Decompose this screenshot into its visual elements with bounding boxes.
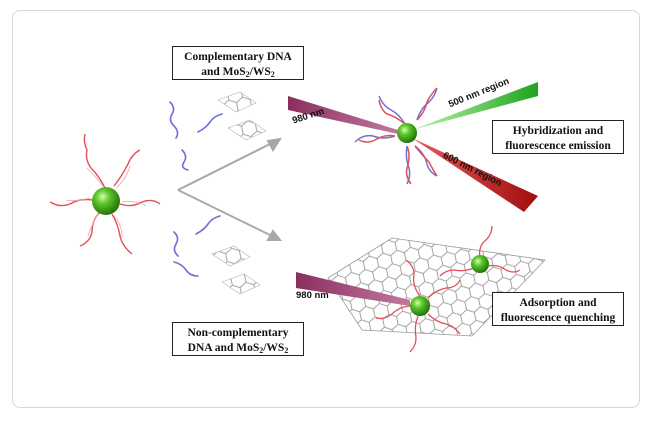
adsorption-line1: Adsorption and xyxy=(519,297,597,309)
excitation-beam-bottom xyxy=(296,272,410,306)
non-complementary-line1: Non-complementary xyxy=(187,327,289,339)
mos2-sheets xyxy=(211,91,267,295)
quenched-nanoparticles xyxy=(375,225,521,353)
branch-arrows xyxy=(177,137,283,241)
non-complementary-line2-prefix: DNA and MoS xyxy=(187,342,260,354)
excitation-beam-top xyxy=(288,96,398,134)
excitation-label-bottom: 980 nm xyxy=(296,290,329,301)
non-complementary-line2-mid: /WS xyxy=(263,342,285,354)
complementary-line2-prefix: and MoS xyxy=(201,66,246,78)
hybridization-line2: fluorescence emission xyxy=(505,140,611,152)
hybridization-box: Hybridization and fluorescence emission xyxy=(492,120,624,154)
adsorption-box: Adsorption and fluorescence quenching xyxy=(492,292,624,326)
non-complementary-sub2: 2 xyxy=(284,346,289,355)
free-dna-strands xyxy=(169,101,223,277)
hybridization-line1: Hybridization and xyxy=(512,125,604,137)
non-complementary-line2: DNA and MoS2/WS2 xyxy=(177,341,299,358)
non-complementary-dna-box: Non-complementary DNA and MoS2/WS2 xyxy=(172,322,304,356)
complementary-sub1: 2 xyxy=(245,70,250,79)
complementary-line1: Complementary DNA xyxy=(184,51,292,63)
left-nanoparticle-group xyxy=(49,133,161,255)
non-complementary-sub1: 2 xyxy=(259,346,264,355)
adsorption-line2: fluorescence quenching xyxy=(500,312,616,324)
complementary-line2-mid: /WS xyxy=(249,66,271,78)
emission-beam-red xyxy=(412,138,538,212)
hybridized-nanoparticle-group xyxy=(354,87,438,185)
emission-beam-green xyxy=(412,82,538,130)
complementary-line2: and MoS2/WS2 xyxy=(177,65,299,82)
complementary-dna-box: Complementary DNA and MoS2/WS2 xyxy=(172,46,304,80)
complementary-sub2: 2 xyxy=(270,70,275,79)
